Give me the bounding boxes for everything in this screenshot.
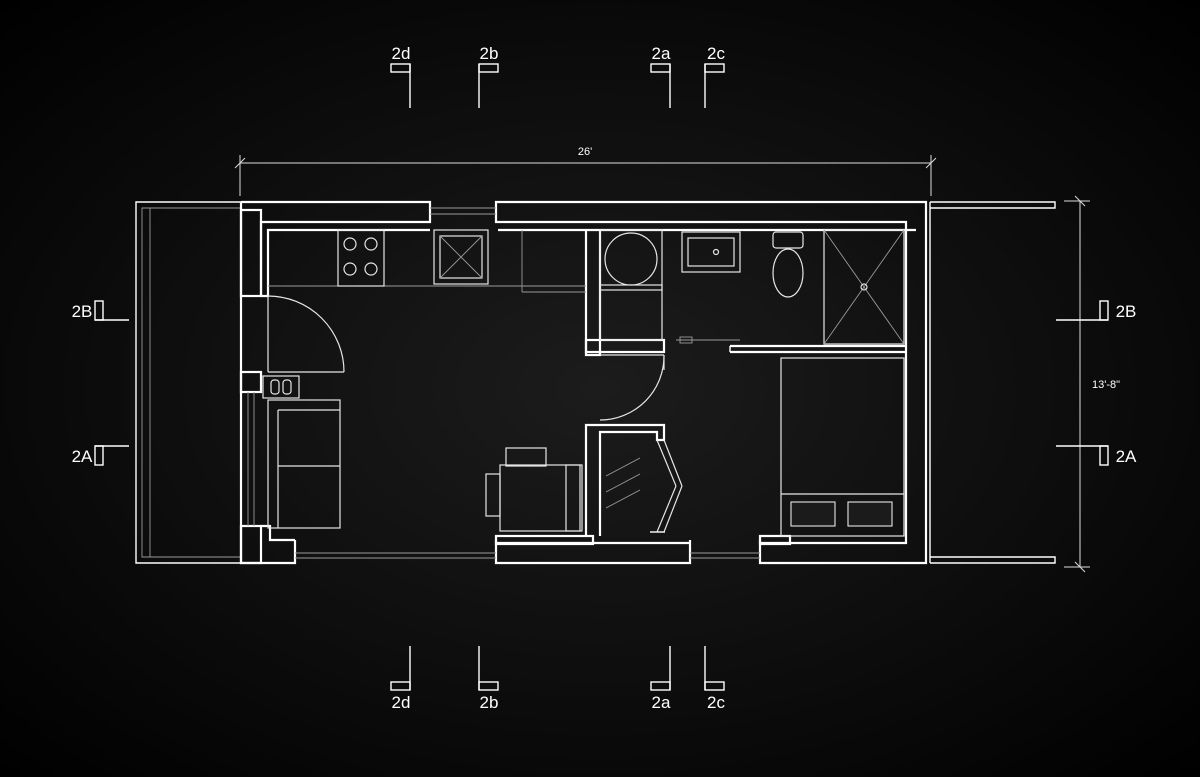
bathroom-fixtures: [599, 229, 905, 345]
section-marker-bottom-2b: 2b: [480, 693, 499, 712]
section-marker-bottom-2a: 2a: [652, 693, 671, 712]
section-marker-left-2A: 2A: [72, 447, 93, 466]
section-marker-top-2d: 2d: [392, 44, 411, 63]
section-markers-top: 2d 2b 2a 2c: [390, 44, 725, 108]
section-marker-right-2B: 2B: [1116, 302, 1137, 321]
desk: [485, 447, 583, 532]
kitchen-sink: [433, 229, 489, 285]
entry-door: [267, 295, 345, 373]
wardrobe: [605, 439, 683, 533]
cooktop: [337, 229, 385, 287]
right-deck: [929, 201, 1056, 564]
shoe-rack: [262, 375, 300, 399]
interior-partitions: [584, 230, 906, 536]
section-marker-right-2A: 2A: [1116, 447, 1137, 466]
section-marker-top-2b: 2b: [480, 44, 499, 63]
depth-dimension: 13'-8": [1064, 195, 1120, 573]
section-marker-top-2c: 2c: [707, 44, 725, 63]
section-markers-left: 2B 2A: [72, 300, 129, 466]
width-dimension: 26': [234, 146, 937, 196]
width-dimension-label: 26': [578, 146, 592, 158]
depth-dimension-label: 13'-8": [1092, 379, 1120, 391]
section-marker-left-2B: 2B: [72, 302, 93, 321]
left-deck: [135, 201, 241, 564]
section-marker-top-2a: 2a: [652, 44, 671, 63]
section-marker-bottom-2c: 2c: [707, 693, 725, 712]
section-marker-bottom-2d: 2d: [392, 693, 411, 712]
section-markers-bottom: 2d 2b 2a 2c: [390, 646, 725, 712]
section-markers-right: 2B 2A: [1056, 300, 1137, 466]
bed: [780, 357, 905, 537]
sofa: [267, 399, 341, 529]
bathroom-door: [599, 354, 665, 421]
kitchen-counter: [268, 230, 586, 293]
